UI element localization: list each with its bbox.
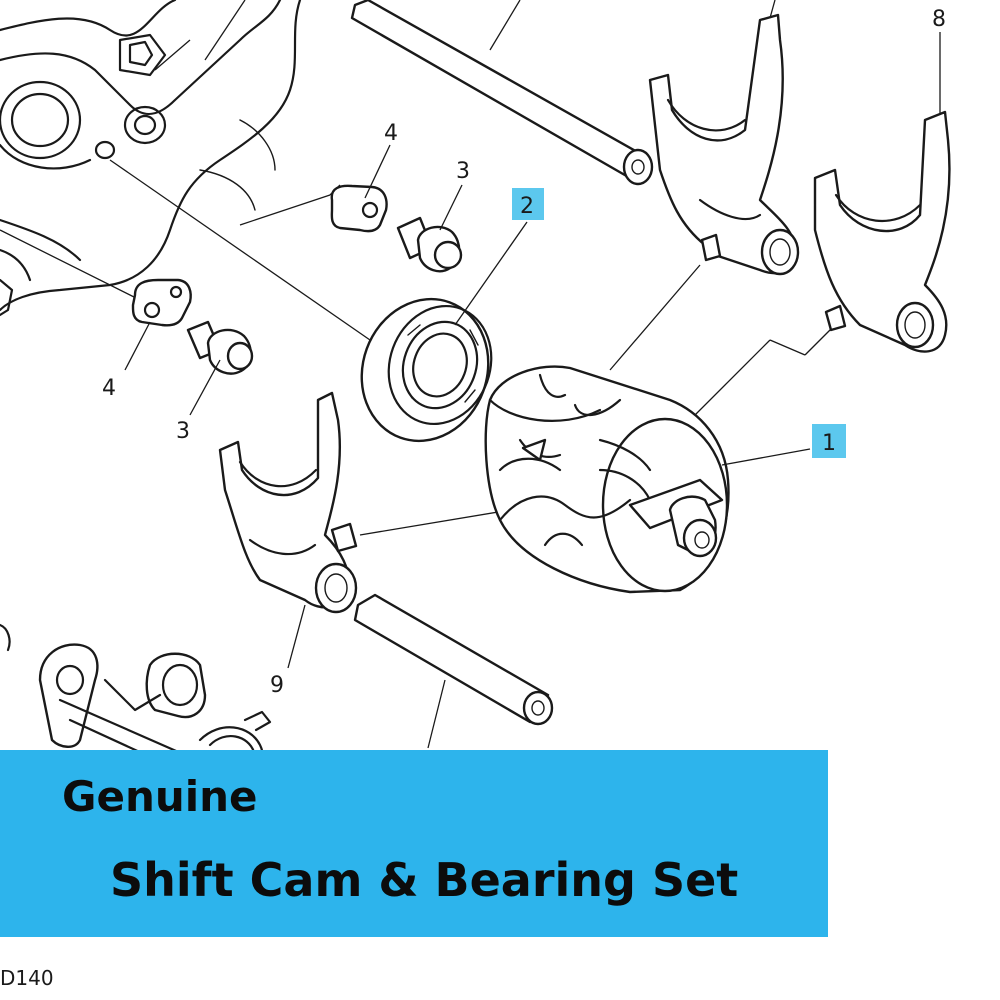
shift-fork-shaft-upper	[350, 0, 654, 186]
callout-2-label: 2	[520, 194, 534, 219]
callout-3-lower-label: 3	[176, 419, 190, 444]
callout-9-label: 9	[270, 673, 284, 698]
callout-9: 9	[270, 673, 284, 698]
callout-8: 8	[932, 7, 946, 32]
figure-code: D140	[0, 966, 54, 990]
bearing	[360, 297, 493, 443]
callout-4-lower-label: 4	[102, 376, 116, 401]
banner-line-genuine: Genuine	[62, 772, 258, 821]
callout-1: 1	[812, 424, 846, 458]
bolt-upper	[396, 216, 463, 273]
title-banner: Genuine Shift Cam & Bearing Set	[0, 750, 828, 937]
shift-fork-lower	[218, 391, 358, 614]
shift-cam-drum	[484, 365, 730, 594]
shift-fork-upper-left	[648, 13, 800, 276]
callout-2-highlight	[512, 188, 544, 220]
crankcase-outline	[0, 0, 302, 317]
callout-1-highlight	[812, 424, 846, 458]
shift-fork-upper-right	[813, 110, 951, 353]
stopper-plate-lower	[131, 278, 192, 327]
callout-4-lower: 4	[102, 376, 116, 401]
stopper-plate-upper	[330, 184, 388, 233]
callout-2: 2	[512, 188, 544, 220]
callout-3-upper: 3	[456, 159, 470, 184]
callout-3-upper-label: 3	[456, 159, 470, 184]
callout-leaders	[124, 0, 941, 749]
shift-fork-shaft-lower	[353, 593, 554, 726]
callout-1-label: 1	[822, 431, 836, 456]
bolt-lower	[186, 320, 254, 375]
callout-4-upper: 4	[384, 121, 398, 146]
callout-4-upper-label: 4	[384, 121, 398, 146]
callout-3-lower: 3	[176, 419, 190, 444]
banner-line-product: Shift Cam & Bearing Set	[110, 853, 739, 907]
callout-8-label: 8	[932, 7, 946, 32]
